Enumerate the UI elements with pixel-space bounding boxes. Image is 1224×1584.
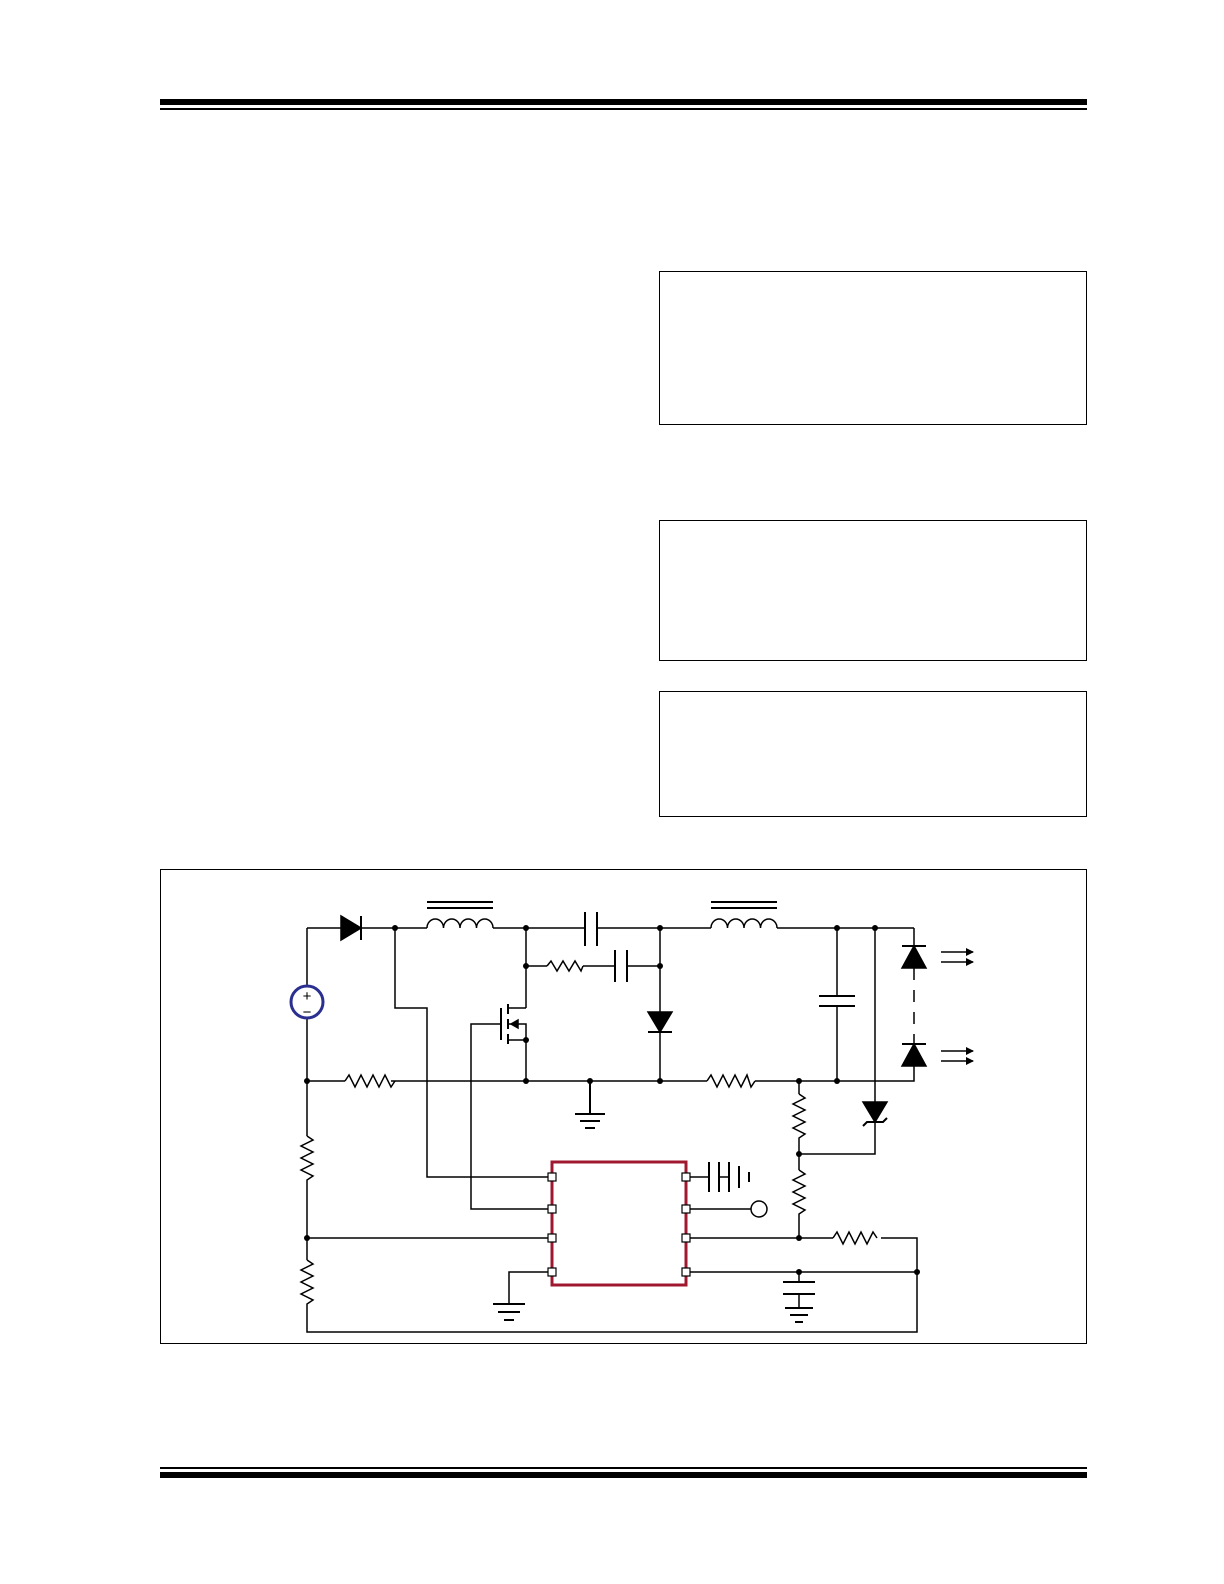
snubber-resistor-icon bbox=[546, 959, 584, 973]
supply-plus-sign: + bbox=[303, 988, 312, 1005]
wire-zener-bot bbox=[799, 1122, 876, 1155]
schematic-figure: + − bbox=[160, 869, 1087, 1344]
junction-dot bbox=[392, 925, 398, 931]
junction-dot bbox=[834, 925, 840, 931]
junction-dot bbox=[914, 1269, 920, 1275]
junction-dot bbox=[796, 1078, 802, 1084]
zener-diode-bar bbox=[862, 1117, 888, 1127]
ground-comp-icon bbox=[785, 1307, 813, 1323]
ground-chip-icon bbox=[493, 1303, 525, 1321]
circuit-schematic: + − bbox=[289, 901, 974, 1333]
supply-minus-sign: − bbox=[303, 1004, 312, 1021]
feedback-resistor-icon bbox=[832, 1230, 878, 1246]
info-box-1 bbox=[659, 271, 1087, 425]
footer-rule-thick bbox=[160, 1472, 1087, 1478]
footer-rule-thin bbox=[160, 1467, 1087, 1469]
ic-pin-3 bbox=[547, 1233, 557, 1243]
divider-resistor-bottom-icon bbox=[299, 1259, 315, 1308]
junction-dot bbox=[657, 925, 663, 931]
junction-dot bbox=[523, 1078, 529, 1084]
header-rule-thick bbox=[160, 99, 1087, 105]
wire-led-bot bbox=[837, 1066, 915, 1082]
voltage-source-icon bbox=[289, 984, 325, 1020]
input-diode-icon bbox=[340, 914, 363, 942]
controller-ic-body bbox=[550, 1160, 688, 1287]
junction-dots bbox=[304, 925, 920, 1275]
divider-resistor-top-icon bbox=[299, 1135, 315, 1184]
wire-gate-to-pin2 bbox=[470, 1023, 552, 1210]
vdd-capacitor-icon bbox=[708, 1162, 720, 1192]
junction-dot bbox=[657, 963, 663, 969]
wire-left-bottom bbox=[306, 1237, 918, 1333]
junction-dot bbox=[834, 1078, 840, 1084]
zener-diode-icon bbox=[861, 1101, 889, 1124]
junction-dot bbox=[304, 1235, 310, 1241]
ovp-resistor-bottom-icon bbox=[791, 1169, 807, 1218]
wire-node-to-pin1 bbox=[394, 928, 552, 1178]
ovp-resistor-top-icon bbox=[791, 1093, 807, 1142]
ground-main-icon bbox=[575, 1081, 605, 1129]
led-top-icon bbox=[900, 944, 928, 969]
input-sense-resistor-icon bbox=[344, 1073, 396, 1089]
junction-dot bbox=[796, 1269, 802, 1275]
junction-dot bbox=[523, 1037, 529, 1043]
output-capacitor-icon bbox=[819, 995, 855, 1007]
ic-pin-7 bbox=[681, 1204, 691, 1214]
junction-dot bbox=[872, 925, 878, 931]
junction-dot bbox=[796, 1235, 802, 1241]
ic-pin-6 bbox=[681, 1233, 691, 1243]
current-sense-resistor-icon bbox=[706, 1073, 756, 1089]
header-rule-thin bbox=[160, 108, 1087, 110]
enable-terminal-icon bbox=[750, 1200, 768, 1218]
junction-dot bbox=[796, 1151, 802, 1157]
wire-pin4-to-gnd bbox=[508, 1271, 552, 1304]
freewheel-diode-icon bbox=[646, 1011, 674, 1034]
coupling-capacitor-icon bbox=[584, 912, 598, 946]
ic-pin-8 bbox=[681, 1172, 691, 1182]
info-box-3 bbox=[659, 691, 1087, 817]
led-bottom-icon bbox=[900, 1042, 928, 1067]
snubber-capacitor-icon bbox=[614, 950, 628, 982]
info-box-2 bbox=[659, 520, 1087, 661]
ic-pin-2 bbox=[547, 1204, 557, 1214]
junction-dot bbox=[523, 963, 529, 969]
mosfet-arrow-icon bbox=[509, 1018, 519, 1030]
inductor-2-icon bbox=[710, 918, 778, 929]
inductor-1-icon bbox=[426, 918, 494, 929]
junction-dot bbox=[523, 925, 529, 931]
ic-pin-1 bbox=[547, 1172, 557, 1182]
ic-pin-4 bbox=[547, 1267, 557, 1277]
comp-capacitor-icon bbox=[783, 1281, 815, 1295]
vdd-ground-icon bbox=[728, 1162, 750, 1192]
junction-dot bbox=[587, 1078, 593, 1084]
junction-dot bbox=[304, 1078, 310, 1084]
ic-pin-5 bbox=[681, 1267, 691, 1277]
junction-dot bbox=[657, 1078, 663, 1084]
